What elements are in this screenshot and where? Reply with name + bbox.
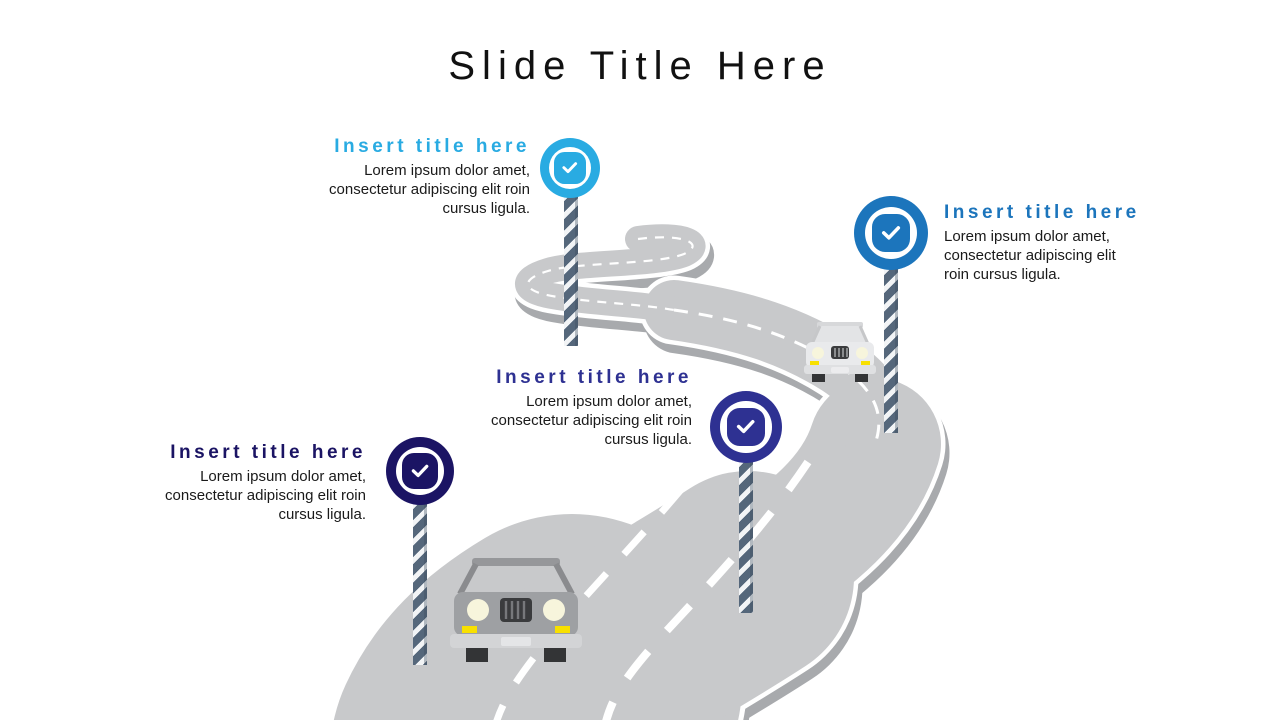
milestone-title: Insert title here bbox=[496, 367, 692, 388]
milestone-badge-3 bbox=[710, 391, 782, 463]
badge-ring-gap bbox=[548, 146, 592, 190]
milestone-badge-4 bbox=[386, 437, 454, 505]
check-icon bbox=[402, 453, 438, 489]
check-icon bbox=[727, 408, 765, 446]
milestone-title: Insert title here bbox=[944, 202, 1140, 223]
check-icon bbox=[871, 213, 911, 253]
milestone-3-text: Insert title here Lorem ipsum dolor amet… bbox=[420, 367, 692, 449]
milestone-description: Lorem ipsum dolor amet, consectetur adip… bbox=[165, 468, 366, 523]
milestone-badge-1 bbox=[540, 138, 600, 198]
sedan-car-icon bbox=[804, 322, 876, 382]
milestone-4-text: Insert title here Lorem ipsum dolor amet… bbox=[100, 442, 366, 524]
slide-title: Slide Title Here bbox=[448, 44, 832, 88]
milestone-2-text: Insert title here Lorem ipsum dolor amet… bbox=[944, 202, 1164, 284]
milestone-description: Lorem ipsum dolor amet, consectetur adip… bbox=[491, 393, 692, 448]
milestone-title: Insert title here bbox=[334, 136, 530, 157]
milestone-title: Insert title here bbox=[170, 442, 366, 463]
milestone-description: Lorem ipsum dolor amet, consectetur adip… bbox=[944, 228, 1116, 283]
check-icon bbox=[554, 152, 586, 184]
milestone-description: Lorem ipsum dolor amet, consectetur adip… bbox=[329, 162, 530, 217]
milestone-badge-2 bbox=[854, 196, 928, 270]
jeep-car-icon bbox=[450, 558, 582, 662]
milestone-1-text: Insert title here Lorem ipsum dolor amet… bbox=[228, 136, 530, 218]
badge-ring-gap bbox=[395, 446, 445, 496]
badge-ring-gap bbox=[720, 401, 772, 453]
milestone-pole-3 bbox=[739, 460, 753, 613]
milestone-pole-4 bbox=[413, 502, 427, 665]
lane-markings bbox=[493, 236, 881, 720]
milestone-pole-1 bbox=[564, 194, 578, 346]
milestone-pole-2 bbox=[884, 268, 898, 433]
badge-ring-gap bbox=[864, 206, 918, 260]
